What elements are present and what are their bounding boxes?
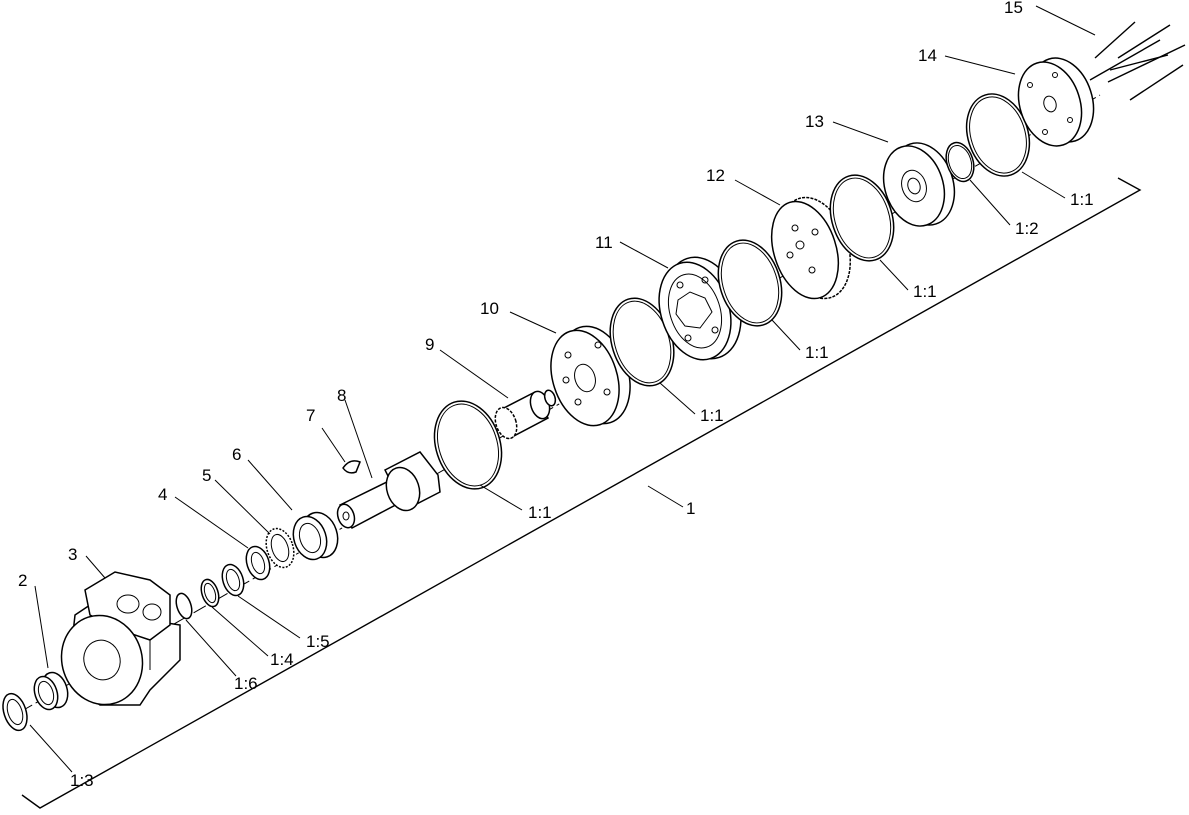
part-seal-1-3	[2, 692, 28, 732]
callout-1-1-b: 1:1	[700, 406, 724, 425]
leader-lines	[29, 5, 1096, 773]
callout-1-6: 1:6	[234, 674, 258, 693]
part-oring-1-2	[945, 141, 975, 183]
callout-1-1-a: 1:1	[528, 503, 552, 522]
callout-15: 15	[1004, 0, 1023, 17]
part-bushing-2	[33, 671, 69, 711]
part-drive-9	[494, 389, 557, 440]
callout-13: 13	[805, 112, 824, 131]
callout-14: 14	[918, 46, 937, 65]
callout-5: 5	[202, 466, 211, 485]
callout-3: 3	[68, 545, 77, 564]
callout-7: 7	[306, 406, 315, 425]
callout-1-1-e: 1:1	[1070, 190, 1094, 209]
part-housing-3	[60, 571, 181, 706]
callout-2: 2	[18, 571, 27, 590]
callout-8: 8	[337, 386, 346, 405]
callout-1-5: 1:5	[306, 632, 330, 651]
part-endcap-14	[1017, 57, 1095, 147]
callout-6: 6	[232, 445, 241, 464]
callout-1-4: 1:4	[270, 650, 294, 669]
assembly-bracket	[21, 177, 1142, 809]
part-washer-4	[245, 545, 271, 581]
part-plate-10	[550, 325, 631, 427]
part-oring-a	[433, 400, 503, 490]
part-valve-housing-13	[882, 142, 956, 227]
part-race-6	[292, 511, 339, 561]
part-bearing-5	[265, 527, 295, 569]
part-ring-1-5	[221, 563, 245, 597]
part-ring-1-4	[200, 578, 220, 608]
callout-1-1-c: 1:1	[805, 343, 829, 362]
callout-1-3: 1:3	[70, 771, 94, 790]
callout-1-1-d: 1:1	[913, 282, 937, 301]
callout-9: 9	[425, 335, 434, 354]
callout-4: 4	[158, 485, 167, 504]
callout-1: 1	[686, 499, 695, 518]
callout-1-2: 1:2	[1015, 219, 1039, 238]
callout-12: 12	[706, 166, 725, 185]
callout-10: 10	[480, 299, 499, 318]
part-oring-c	[717, 239, 783, 327]
part-bolts-15	[1089, 21, 1186, 101]
part-shaft-8	[336, 451, 441, 530]
part-oring-d	[829, 174, 895, 262]
part-key-7	[342, 460, 361, 474]
callout-11: 11	[595, 233, 613, 252]
part-ring-1-6	[175, 592, 193, 620]
